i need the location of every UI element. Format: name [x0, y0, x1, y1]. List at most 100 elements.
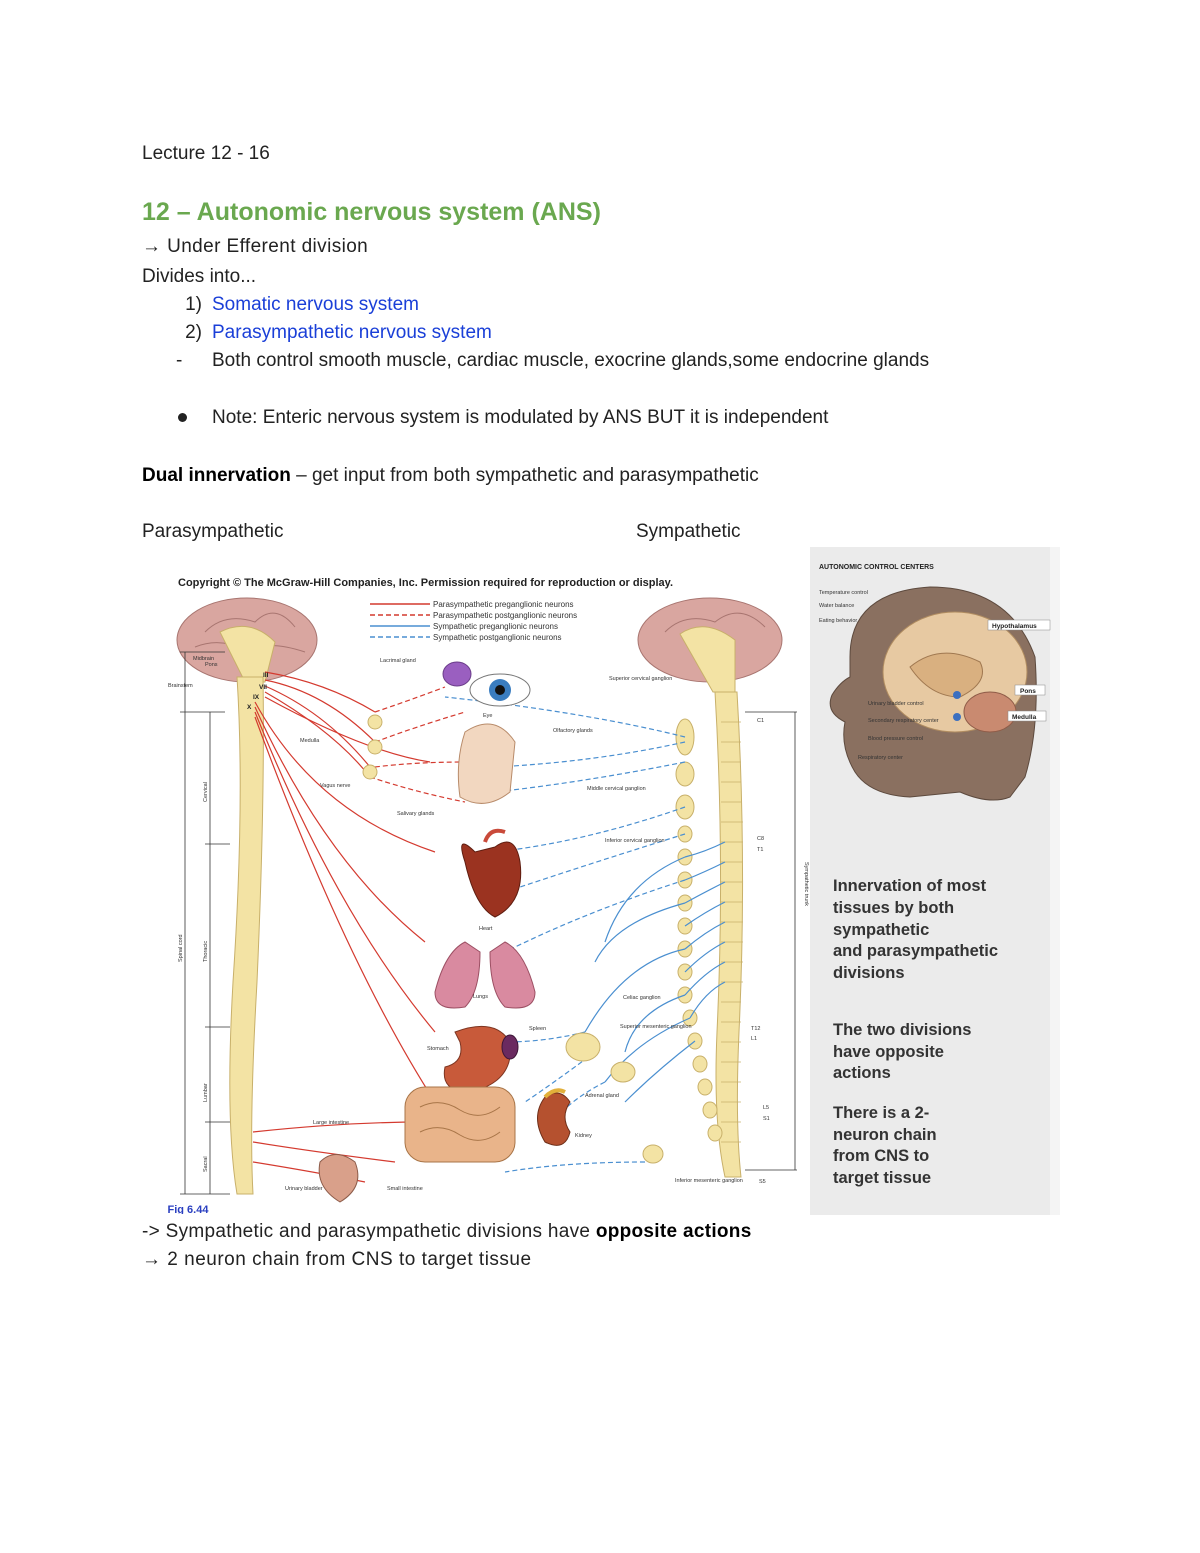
t12-label: T12 [751, 1026, 760, 1032]
temp-label: Temperature control [819, 590, 868, 596]
parasympathetic-link[interactable]: Parasympathetic nervous system [212, 322, 492, 343]
spleen-label: Spleen [529, 1026, 546, 1032]
divides-into-line: Divides into... [142, 266, 257, 287]
urinary-label: Urinary bladder control [868, 701, 924, 707]
heart-label: Heart [479, 926, 493, 932]
bullet-icon [178, 413, 187, 423]
head-icon [829, 586, 1037, 801]
panel-text-2-line: actions [833, 1064, 891, 1082]
panel-text-2-line: The two divisions [833, 1021, 971, 1039]
brainstem-label: Brainstem [168, 683, 193, 689]
sacral-label: Sacral [203, 1156, 209, 1172]
panel-text-1-line: and parasympathetic [833, 942, 998, 960]
medulla-label: Medulla [1012, 714, 1037, 721]
spinal-cord-label: Spinal cord [178, 934, 184, 962]
figure-caption-fragment: Widmaier Fig 6.44 [165, 1204, 209, 1214]
sup-mes-label: Superior mesenteric ganglion [620, 1024, 692, 1030]
face-icon [457, 723, 516, 804]
pons-tag-box [1014, 684, 1046, 696]
dash-item: -Both control smooth muscle, cardiac mus… [142, 347, 929, 375]
c1-label: C1 [757, 718, 764, 724]
legend-symp-post: Sympathetic postganglionic neurons [433, 633, 562, 642]
lumbar-label: Lumbar [203, 1083, 209, 1102]
intestine-icon [404, 1086, 516, 1163]
copyright-line: Copyright © The McGraw-Hill Companies, I… [178, 577, 673, 589]
pons-label: Pons [1020, 688, 1036, 695]
legend-para-post: Parasympathetic postganglionic neurons [433, 611, 577, 620]
right-spinal-cord [714, 691, 744, 1178]
midbrain-label: Midbrain [193, 656, 214, 662]
parasympathetic-postganglionic-lines [369, 686, 466, 803]
kidney-label: Kidney [575, 1133, 592, 1139]
opposite-actions-line: -> Sympathetic and parasympathetic divis… [142, 1218, 752, 1246]
panel-text-3-line: neuron chain [833, 1126, 937, 1144]
prevertebral-ganglia [565, 1032, 664, 1164]
note-text: Note: Enteric nervous system is modulate… [212, 407, 829, 428]
panel-text-1-line: Innervation of most [833, 877, 987, 895]
eye-label: Eye [483, 713, 492, 719]
vagus-label: Vagus nerve [320, 783, 350, 789]
panel-text-3-line: There is a 2- [833, 1104, 929, 1122]
hypothalamus-label: Hypothalamus [992, 623, 1037, 630]
medulla-label: Medulla [300, 738, 320, 744]
olfactory-label: Olfactory glands [553, 728, 593, 734]
sup-cerv-label: Superior cervical ganglion [609, 676, 672, 682]
adrenal-label: Adrenal gland [585, 1093, 619, 1099]
s1-label: S1 [763, 1116, 770, 1122]
panel-text-2-line: have opposite [833, 1043, 944, 1061]
lecture-label: Lecture 12 - 16 [142, 143, 270, 164]
cervical-label: Cervical [203, 782, 209, 802]
panel-text-3-line: from CNS to [833, 1147, 929, 1165]
left-brain-icon [176, 597, 318, 683]
lungs-icon [434, 941, 536, 1009]
opposite-actions-text: -> Sympathetic and parasympathetic divis… [142, 1221, 596, 1242]
secondary-label: Secondary respiratory center [868, 718, 939, 724]
inf-cerv-label: Inferior cervical ganglion [605, 838, 665, 844]
panel-text-1-line: sympathetic [833, 921, 929, 939]
legend-symp-pre: Sympathetic preganglionic neurons [433, 622, 558, 631]
left-segment-brackets [180, 651, 230, 1195]
c8-label: C8 [757, 836, 764, 842]
autonomic-control-panel: AUTONOMIC CONTROL CENTERS Temperature co… [810, 547, 1060, 1215]
symp-trunk-label: Sympathetic trunk [803, 862, 809, 906]
lacrimal-gland-icon [442, 661, 472, 687]
legend: Parasympathetic preganglionic neurons Pa… [370, 600, 577, 642]
parasympathetic-ganglia [362, 714, 383, 780]
mid-cerv-label: Middle cervical ganglion [587, 786, 646, 792]
bladder-icon [318, 1154, 359, 1203]
somatic-link[interactable]: Somatic nervous system [212, 294, 419, 315]
left-spinal-cord [229, 676, 264, 1195]
celiac-label: Celiac ganglion [623, 995, 661, 1001]
sympathetic-preganglionic-lines [584, 841, 726, 1103]
cn7-label: VII [259, 684, 267, 691]
list-item: 2)Parasympathetic nervous system [142, 319, 492, 347]
opposite-actions-term: opposite actions [595, 1221, 752, 1242]
thoracic-label: Thoracic [203, 941, 209, 962]
stomach-label: Stomach [427, 1046, 449, 1052]
pons-label: Pons [205, 662, 218, 668]
kidney-icon [537, 1088, 571, 1146]
resp-label: Respiratory center [858, 755, 903, 761]
medulla-tag-box [1007, 710, 1047, 722]
panel-text-1-line: tissues by both [833, 899, 954, 917]
note-item: Note: Enteric nervous system is modulate… [142, 404, 828, 432]
bp-label: Blood pressure control [868, 736, 923, 742]
dual-innervation-def: – get input from both sympathetic and pa… [290, 465, 759, 486]
two-neuron-line: → 2 neuron chain from CNS to target tiss… [142, 1249, 532, 1270]
t1-label: T1 [757, 847, 763, 853]
lacrimal-label: Lacrimal gland [380, 658, 416, 664]
large-int-label: Large intestine [313, 1120, 349, 1126]
l1-label: L1 [751, 1036, 757, 1042]
panel-text-1-line: divisions [833, 964, 905, 982]
panel-title: AUTONOMIC CONTROL CENTERS [819, 564, 934, 571]
dual-innervation-term: Dual innervation [142, 465, 291, 486]
right-segment-bracket [745, 711, 797, 1171]
ans-diagram: Copyright © The McGraw-Hill Companies, I… [165, 562, 810, 1214]
eating-label: Eating behavior [819, 618, 857, 624]
page-title: 12 – Autonomic nervous system (ANS) [142, 198, 601, 226]
panel-text-3-line: target tissue [833, 1169, 931, 1187]
eye-icon [469, 673, 531, 707]
l5-label: L5 [763, 1105, 769, 1111]
salivary-label: Salivary glands [397, 811, 435, 817]
dash-mark: - [176, 350, 183, 371]
